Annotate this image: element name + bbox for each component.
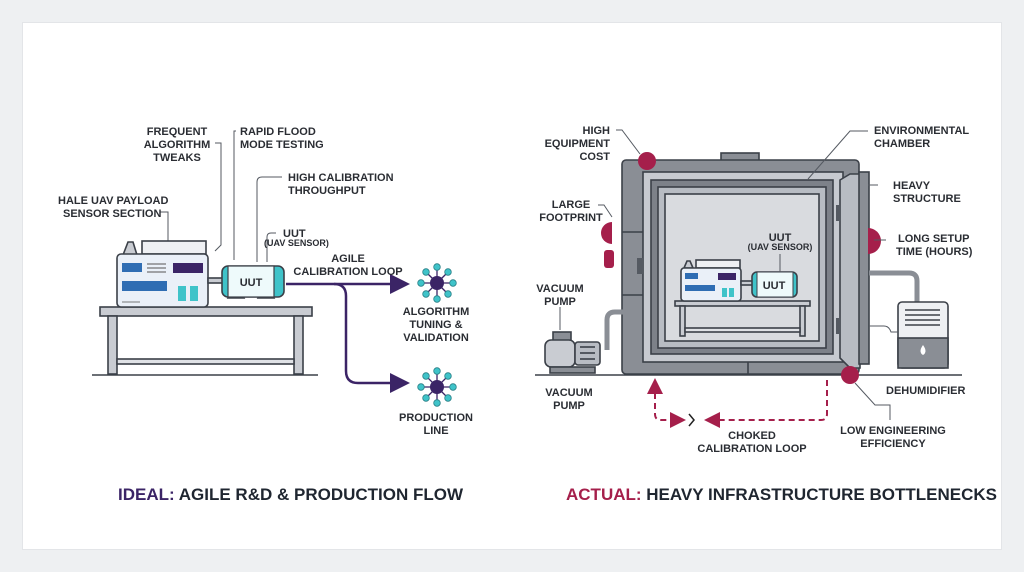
label-uut: UUT <box>283 228 306 240</box>
uut-unit: UUT <box>221 265 285 299</box>
leader-frequent <box>214 142 222 252</box>
arrow-to-production <box>333 282 410 393</box>
choke-point-icon <box>688 413 695 427</box>
vacuum-pump <box>544 331 601 374</box>
bottleneck-marker-icon <box>601 152 881 384</box>
dehumidifier-pipe <box>869 270 920 303</box>
environmental-chamber <box>621 152 870 375</box>
ideal-title: IDEAL: AGILE R&D & PRODUCTION FLOW <box>118 485 464 504</box>
network-node-icon <box>417 367 457 407</box>
shaft <box>207 277 224 284</box>
leader-chamber <box>807 130 868 180</box>
payload-sensor-section <box>116 240 209 308</box>
leader-rapid <box>233 130 236 260</box>
label-inner-uut: UUT <box>769 232 792 244</box>
leader-efficiency <box>854 382 891 420</box>
inner-test-bench: UUT <box>674 259 811 337</box>
leader-uut <box>266 232 276 262</box>
choked-loop-right <box>704 380 828 428</box>
leader-payload <box>160 211 169 248</box>
chamber-door[interactable] <box>839 173 861 369</box>
water-drop-icon <box>920 345 926 355</box>
vacuum-pipe <box>604 309 624 350</box>
network-node-icon <box>417 263 457 303</box>
actual-title: ACTUAL: HEAVY INFRASTRUCTURE BOTTLENECKS <box>566 485 997 504</box>
inner-uut-box-label: UUT <box>763 280 786 292</box>
choked-loop-left <box>654 383 686 428</box>
leader-throughput <box>256 176 282 262</box>
test-bench <box>92 306 318 376</box>
label-inner-uut-sub: (UAV SENSOR) <box>748 242 813 252</box>
label-dehumidifier: DEHUMIDIFIER <box>886 385 966 397</box>
actual-panel: UUT <box>535 125 997 504</box>
label-uut-sub: (UAV SENSOR) <box>264 238 329 248</box>
leader-footprint <box>598 204 613 218</box>
dehumidifier <box>869 301 949 369</box>
uut-box-label: UUT <box>240 277 263 289</box>
leader-cost <box>616 129 641 155</box>
